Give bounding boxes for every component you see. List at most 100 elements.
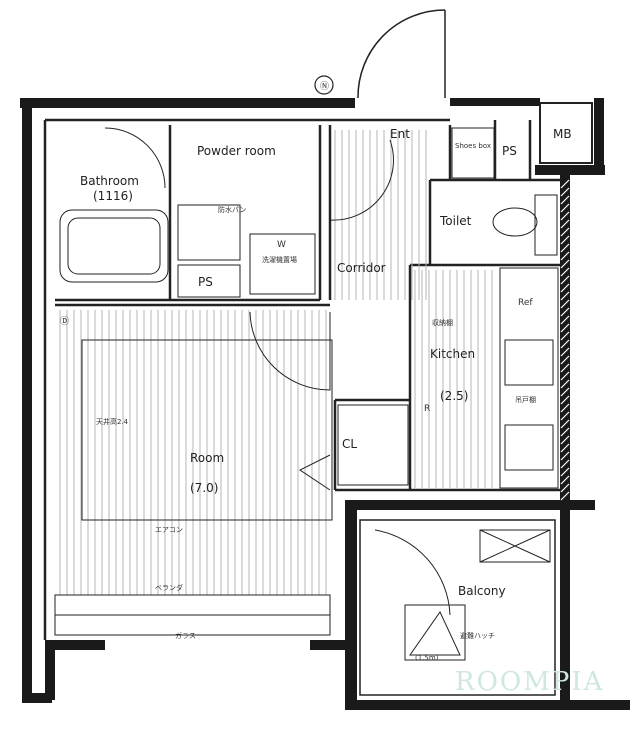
washer-w-label: W [277, 240, 286, 250]
shoes-box [451, 127, 495, 179]
hatch-triangle [409, 611, 461, 656]
hatch-line [560, 371, 570, 381]
hatch-line [560, 195, 570, 205]
hatch-line [560, 387, 570, 397]
hatch-line [560, 243, 570, 253]
bathroom-door-arc [104, 127, 166, 189]
hatch-line [560, 219, 570, 229]
entrance-door-arc [329, 139, 394, 221]
hatch-line [560, 395, 570, 405]
corridor-floorboards [334, 130, 427, 300]
hatch-line [560, 203, 570, 213]
hatch-line [560, 459, 570, 469]
window-label: ガラス [175, 631, 196, 640]
hatch-line [560, 475, 570, 485]
window-note: ベランダ [155, 583, 183, 592]
toilet-tank [534, 194, 558, 256]
ps-right-label: PS [502, 144, 517, 158]
hatch-line [560, 323, 570, 333]
mb-box [539, 102, 593, 164]
hatch-line [560, 379, 570, 389]
hatch-line [560, 491, 570, 501]
hatch-line [560, 211, 570, 221]
room-rug-outline [81, 339, 333, 521]
hatch-line [560, 419, 570, 429]
ref-label: Ref [518, 298, 533, 308]
powder-room-label: Powder room [197, 144, 276, 158]
toilet-bowl [492, 207, 538, 237]
kitchen-sink [504, 339, 554, 386]
hatch-line [560, 235, 570, 245]
ps-left-label: PS [198, 275, 213, 289]
balcony-ac-unit [479, 529, 551, 563]
front-door[interactable] [357, 9, 446, 99]
washing-machine [249, 233, 316, 295]
cabinet-note: 吊戸棚 [515, 395, 536, 404]
hatch-line [560, 451, 570, 461]
entrance-label: Ent [390, 127, 410, 141]
hatch-line [560, 179, 570, 189]
closet-label: CL [342, 437, 357, 451]
hatch-line [560, 315, 570, 325]
kitchen-label: Kitchen [430, 347, 475, 361]
outlet-note: 防水パン [218, 205, 246, 214]
hatch-line [560, 275, 570, 285]
north-marker-label: Ⓝ [320, 81, 329, 92]
ds-mark-label: Ⓓ [60, 316, 69, 327]
hatch-line [560, 443, 570, 453]
hatch-line [560, 427, 570, 437]
ceiling-note: 天井高2.4 [96, 417, 129, 426]
closet-box [337, 404, 409, 486]
hatch-line [560, 347, 570, 357]
shoes-box-label: Shoes box [455, 142, 491, 150]
room-label: Room [190, 451, 224, 465]
hatch-line [560, 267, 570, 277]
room-size-label: (7.0) [190, 481, 218, 495]
balcony-hatch [404, 604, 466, 661]
bathtub-inner [67, 217, 161, 275]
room-floorboards [59, 310, 327, 595]
ac-note: エアコン [155, 526, 183, 534]
kitchen-stove [504, 424, 554, 471]
hatch-line [560, 331, 570, 341]
hatch-line [560, 403, 570, 413]
hatch-line [560, 435, 570, 445]
hatch-line [560, 259, 570, 269]
interior-walls [43, 118, 560, 640]
kitchen-size-label: (2.5) [440, 389, 468, 403]
balcony-note: 避難ハッチ [460, 631, 495, 640]
room-closet-door [299, 454, 331, 491]
hatch-line [560, 363, 570, 373]
hatch-line [560, 291, 570, 301]
r-mark-label: R [424, 404, 430, 414]
kitchen-counter [499, 267, 559, 489]
bathroom-size-label: (1116) [93, 189, 133, 203]
balcony-label: Balcony [458, 584, 506, 598]
hatch-line [560, 339, 570, 349]
vanity [177, 204, 241, 261]
balcony-door-arc [374, 529, 451, 616]
bathtub [59, 209, 169, 283]
corridor-door-arc [249, 311, 331, 391]
hatch-line [560, 483, 570, 493]
hatch-line [560, 307, 570, 317]
ac-cross-b [479, 529, 551, 563]
right-wall-hatch [560, 179, 570, 501]
hatch-line [560, 355, 570, 365]
hatch-line [560, 227, 570, 237]
washer-note: 洗濯機置場 [262, 255, 297, 264]
hatch-line [560, 411, 570, 421]
mb-label: MB [553, 127, 572, 141]
toilet-label: Toilet [439, 214, 472, 228]
corridor-label: Corridor [337, 261, 386, 275]
outer-walls [20, 98, 630, 710]
bathroom-label: Bathroom [80, 174, 139, 188]
hatch-line [560, 467, 570, 477]
kitchen-floorboards [414, 270, 493, 488]
balcony-size-label: (1.5m) [415, 654, 439, 662]
watermark: ROOMPIA [455, 667, 604, 697]
storage-note: 収納棚 [432, 318, 453, 327]
hatch-line [560, 251, 570, 261]
hatch-line [560, 187, 570, 197]
